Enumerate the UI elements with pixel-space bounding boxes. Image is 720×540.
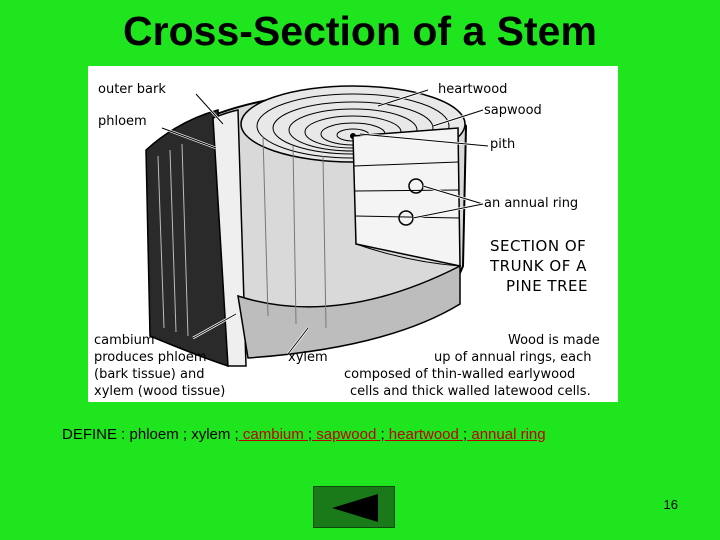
label-section-line3: PINE TREE: [506, 277, 588, 295]
label-sapwood: sapwood: [484, 103, 542, 118]
link-annual-ring[interactable]: annual ring: [467, 426, 546, 443]
label-cambium-line4: xylem (wood tissue): [94, 384, 226, 399]
label-cambium-line1: cambium: [94, 333, 155, 348]
slide-title: Cross-Section of a Stem: [123, 8, 597, 54]
label-cambium-line2: produces phloem: [94, 350, 207, 365]
label-wood-line4: cells and thick walled latewood cells.: [350, 384, 591, 399]
label-section-line1: SECTION OF: [490, 237, 587, 255]
link-heartwood[interactable]: heartwood: [384, 426, 464, 443]
define-sep-1: ;: [307, 426, 313, 443]
label-heartwood: heartwood: [438, 82, 508, 97]
link-cambium[interactable]: cambium: [238, 426, 308, 443]
label-wood-line3: composed of thin-walled earlywood: [344, 367, 576, 382]
label-cambium-line3: (bark tissue) and: [94, 367, 205, 382]
stem-cross-section-diagram: outer bark phloem heartwood sapwood pith…: [88, 66, 618, 402]
label-xylem: xylem: [288, 350, 328, 365]
label-section-line2: TRUNK OF A: [490, 257, 587, 275]
trunk-illustration: [145, 85, 489, 368]
label-pith: pith: [490, 137, 516, 152]
define-line: DEFINE : phloem ; xylem ; cambium ; sapw…: [62, 426, 546, 443]
back-triangle-icon: [332, 494, 378, 522]
back-button[interactable]: [313, 486, 395, 528]
define-sep-2: ;: [380, 426, 385, 443]
label-wood-line1: Wood is made: [508, 333, 600, 348]
link-sapwood[interactable]: sapwood: [312, 426, 381, 443]
label-annual-ring: an annual ring: [484, 196, 579, 211]
label-phloem: phloem: [98, 114, 147, 129]
define-prefix: DEFINE : phloem ; xylem ;: [62, 426, 239, 443]
define-sep-3: ;: [463, 426, 468, 443]
page-number: 16: [663, 497, 678, 512]
label-outer-bark: outer bark: [98, 82, 166, 97]
label-wood-line2: up of annual rings, each: [434, 350, 592, 365]
